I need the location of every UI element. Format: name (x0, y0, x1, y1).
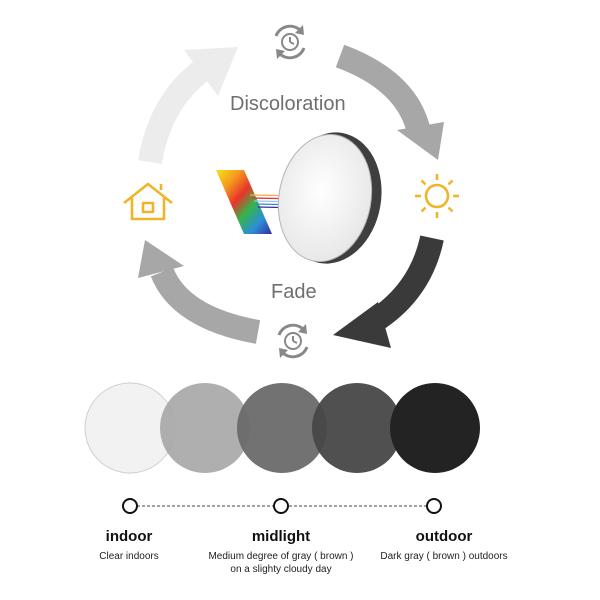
timeline-node-outdoor (426, 498, 442, 514)
lens-icon (277, 132, 382, 264)
cycle-diagram (123, 24, 459, 359)
lens-shade-outdoor (390, 383, 480, 473)
stage-desc-line: Clear indoors (99, 551, 159, 562)
fade-label: Fade (271, 281, 317, 303)
stage-desc-line: on a slighty cloudy day (230, 564, 332, 575)
stage-title-midlight: midlight (251, 528, 311, 545)
stage-desc-line: Medium degree of gray ( brown ) (208, 551, 354, 562)
stage-desc-outdoor: Dark gray ( brown ) outdoors (334, 550, 554, 563)
clock-refresh-icon (277, 323, 309, 359)
lens-shade-2 (160, 383, 250, 473)
cycle-arrow-bottom-left (138, 240, 261, 344)
timeline-node-indoor (122, 498, 138, 514)
house-icon (123, 182, 173, 221)
cycle-arrow-top-right (335, 44, 444, 160)
cycle-arrow-top-left (138, 47, 238, 165)
sun-icon (415, 174, 459, 218)
cycle-arrow-bottom-right (333, 235, 444, 348)
lens-shade-4 (312, 383, 402, 473)
clock-refresh-icon (274, 24, 306, 60)
stage-title-indoor: indoor (105, 528, 153, 545)
lens-shade-3 (237, 383, 327, 473)
timeline-node-midlight (273, 498, 289, 514)
discoloration-label: Discoloration (230, 93, 346, 115)
timeline (122, 498, 442, 514)
stage-title-outdoor: outdoor (415, 528, 473, 545)
stage-desc-line: Dark gray ( brown ) outdoors (380, 551, 508, 562)
stage-desc-indoor: Clear indoors (19, 550, 239, 563)
stage-desc-midlight: Medium degree of gray ( brown ) on a sli… (171, 550, 391, 576)
lens-shade-row (84, 382, 480, 474)
